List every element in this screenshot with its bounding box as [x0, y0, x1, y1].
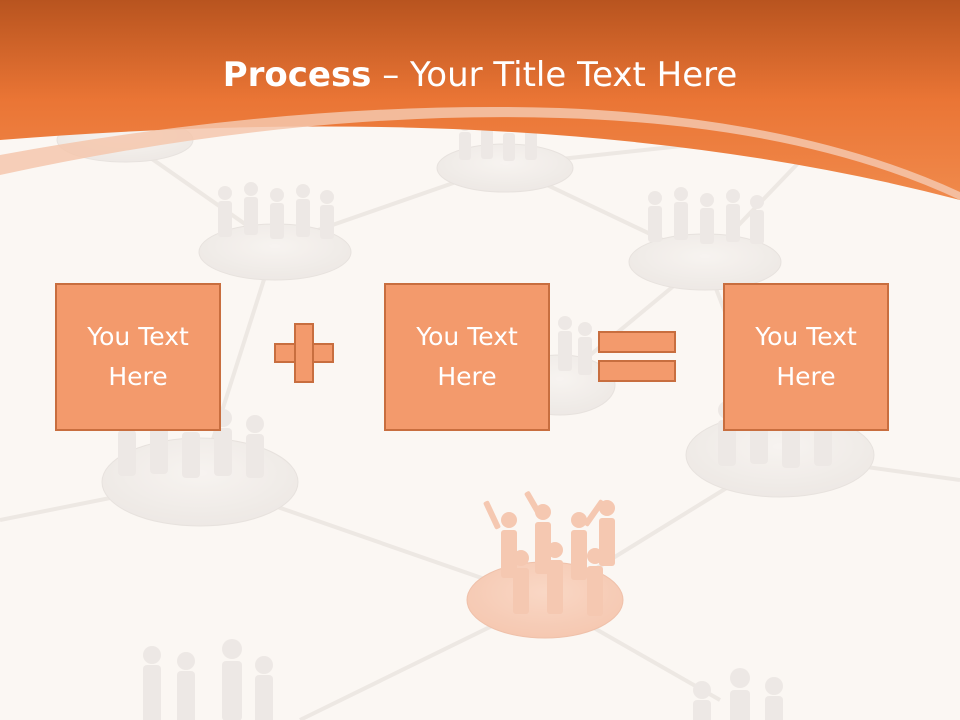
title-bold: Process: [222, 55, 372, 95]
text-box-1[interactable]: You Text Here: [55, 283, 221, 431]
header-band: [0, 0, 960, 200]
text-box-3-label: You Text Here: [755, 322, 857, 391]
text-box-2-label: You Text Here: [416, 322, 518, 391]
text-box-3[interactable]: You Text Here: [723, 283, 889, 431]
text-box-1-label: You Text Here: [87, 322, 189, 391]
slide-title: Process – Your Title Text Here: [0, 52, 960, 98]
text-box-2[interactable]: You Text Here: [384, 283, 550, 431]
header-swoosh: [0, 106, 960, 200]
title-rest: – Your Title Text Here: [371, 55, 738, 95]
